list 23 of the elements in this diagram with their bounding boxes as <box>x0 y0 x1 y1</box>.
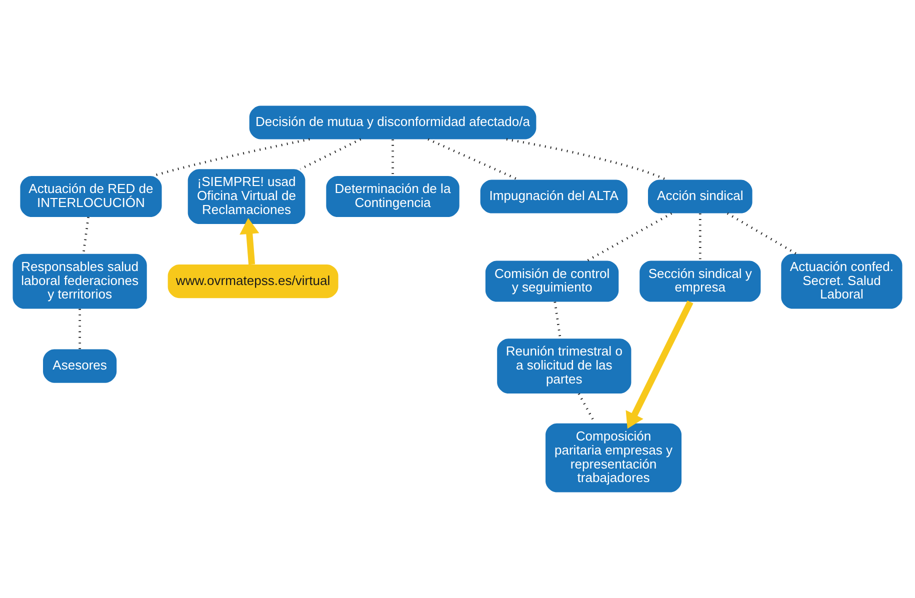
node-box: Actuación confed. Secret. Salud Laboral <box>781 254 902 309</box>
node-box: Composición paritaria empresas y representación trabajadores <box>546 423 682 492</box>
node-box: Determinación de la Contingencia <box>326 176 460 218</box>
connector <box>428 138 519 181</box>
node-box: Responsables salud laboral federaciones y territorios <box>12 254 147 309</box>
node-box: Acción sindical <box>648 180 752 214</box>
connector <box>300 138 362 170</box>
node-box: Decisión de mutua y disconformidad afectado/a <box>249 106 536 140</box>
connector <box>554 302 562 339</box>
connector <box>726 212 797 255</box>
connector <box>82 216 90 254</box>
node-box: Reunión trimestral o a solicitud de las partes <box>497 338 632 394</box>
node-box: Sección sindical y empresa <box>640 260 761 302</box>
connector <box>586 212 672 262</box>
node-box: ¡SIEMPRE! usad Oficina Virtual de Reclamaciones <box>188 169 306 224</box>
arrow <box>240 218 260 265</box>
node-box: Comisión de control y seguimiento <box>485 260 619 302</box>
arrow <box>626 300 694 429</box>
node-box: www.ovrmatepss.es/virtual <box>168 264 338 298</box>
connector <box>506 138 668 181</box>
node-box: Asesores <box>43 349 117 383</box>
node-box: Impugnación del ALTA <box>480 180 628 214</box>
node-box: Actuación de RED de INTERLOCUCIÓN <box>20 176 162 218</box>
